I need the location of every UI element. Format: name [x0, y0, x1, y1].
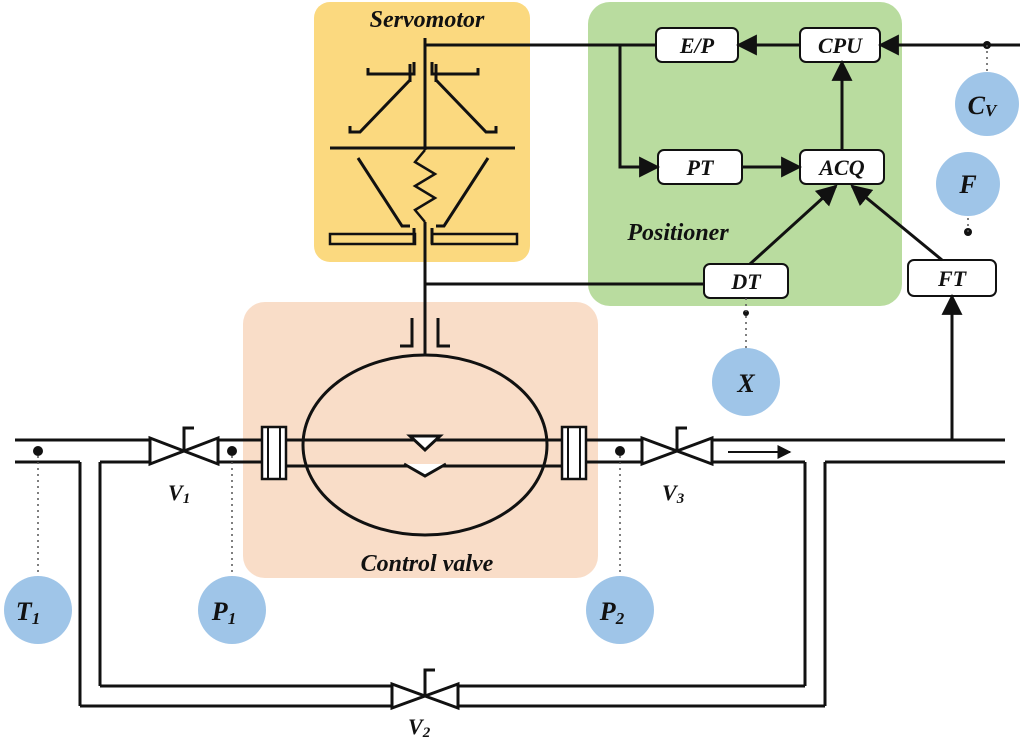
valve-v1 — [148, 426, 220, 467]
svg-text:CPU: CPU — [818, 33, 863, 58]
valve-v2-label: V2 — [408, 714, 431, 740]
block-cpu: CPU — [799, 27, 881, 63]
svg-text:P1: P1 — [211, 597, 236, 628]
svg-text:P2: P2 — [599, 597, 625, 628]
block-dt: DT — [703, 263, 789, 299]
svg-text:PT: PT — [686, 155, 715, 180]
servomotor-title: Servomotor — [370, 7, 485, 33]
svg-text:CV: CV — [968, 91, 998, 120]
sensor-f: F — [936, 152, 1000, 216]
svg-text:X: X — [736, 369, 755, 398]
svg-text:E/P: E/P — [679, 33, 715, 58]
svg-text:F: F — [958, 170, 976, 199]
valve-v1-label: V1 — [168, 480, 190, 507]
valve-v2 — [390, 668, 460, 711]
valve-v3 — [640, 426, 714, 467]
svg-text:T1: T1 — [16, 597, 40, 628]
sensor-x: X — [712, 348, 780, 416]
servomotor-panel — [314, 2, 530, 262]
measurement-points — [33, 41, 991, 578]
positioner-panel — [588, 2, 902, 306]
svg-text:ACQ: ACQ — [817, 155, 864, 180]
valve-v3-label: V3 — [662, 480, 685, 507]
sensor-p2: P2 — [586, 576, 654, 644]
sensor-cv: CV — [955, 72, 1019, 136]
main-pipe — [15, 438, 1005, 464]
servomotor-mechanism — [328, 38, 519, 246]
signal-wiring — [423, 34, 1020, 440]
sensor-p1: P1 — [198, 576, 266, 644]
positioner-title: Positioner — [626, 220, 729, 246]
bypass-pipe — [78, 462, 827, 708]
block-ft: FT — [907, 259, 997, 297]
block-ep: E/P — [655, 27, 739, 63]
control-valve-title: Control valve — [361, 551, 494, 577]
svg-text:DT: DT — [730, 269, 762, 294]
sensor-t1: T1 — [4, 576, 72, 644]
block-pt: PT — [657, 149, 743, 185]
block-acq: ACQ — [799, 149, 885, 185]
svg-text:FT: FT — [937, 266, 968, 291]
control-valve-body — [260, 318, 588, 537]
